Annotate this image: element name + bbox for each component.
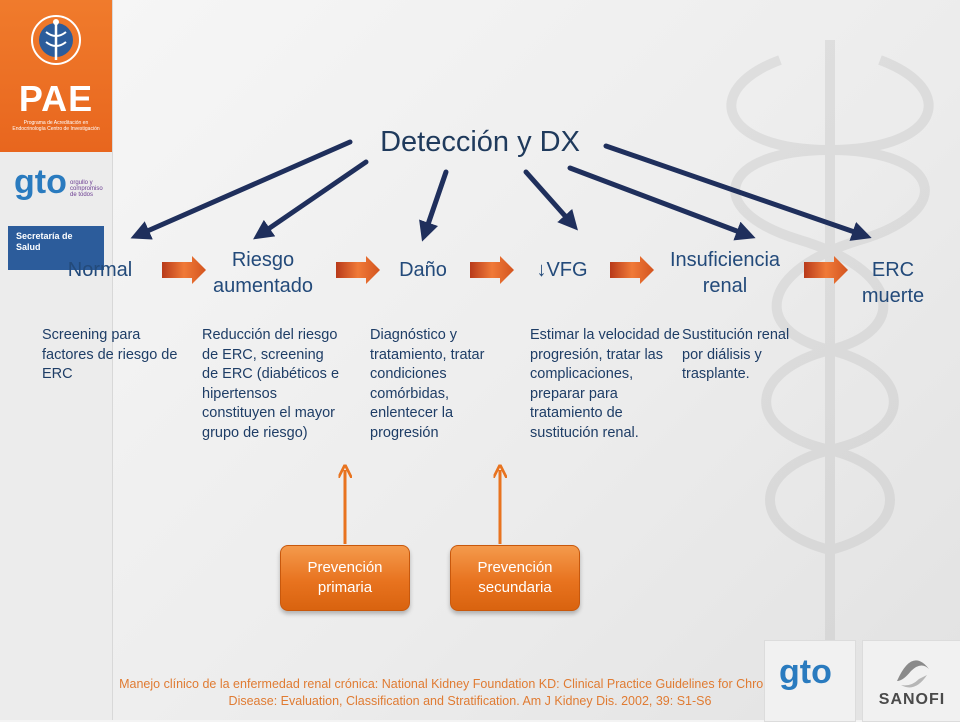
- citation: Manejo clínico de la enfermedad renal cr…: [119, 677, 821, 708]
- sidebar: PAE Programa de Acreditación en Endocrin…: [0, 0, 113, 720]
- sanofi-text: SANOFI: [878, 691, 946, 708]
- diagram-title: Detección y DX: [380, 126, 580, 158]
- stage-vfg: ↓VFG: [536, 259, 588, 281]
- gto-text: gto: [14, 163, 67, 201]
- gto-corner-text: gto: [779, 653, 832, 691]
- prevencion-secundaria-box: Prevención secundaria: [450, 545, 580, 611]
- pae-subtitle: Programa de Acreditación en Endocrinolog…: [12, 120, 100, 132]
- stage-normal: Normal: [67, 259, 133, 281]
- desc-dano: Diagnóstico y tratamiento, tratar condic…: [370, 327, 485, 441]
- pae-logo: PAE Programa de Acreditación en Endocrin…: [0, 0, 112, 152]
- desc-normal: Screening para factores de riesgo de ERC: [42, 327, 178, 382]
- emblem-icon: [31, 15, 81, 65]
- stage-dano: Daño: [399, 259, 447, 281]
- secretaria-logo: Secretaría de Salud: [8, 226, 104, 270]
- stage-erc-muerte: ERC muerte: [861, 259, 925, 307]
- gto-logo: gto orgullo y compromiso de todos: [14, 162, 103, 210]
- gto-tagline: orgullo y compromiso de todos: [70, 180, 103, 198]
- desc-vfg: Estimar la velocidad de progresión, trat…: [530, 327, 680, 441]
- stage-riesgo-aumentado: Riesgo aumentado: [212, 249, 314, 297]
- sanofi-swirl-icon: [897, 660, 929, 688]
- prevencion-primaria-box: Prevención primaria: [280, 545, 410, 611]
- gto-corner-logo: gto: [764, 640, 856, 722]
- desc-insuficiencia-renal: Sustitución renal por diálisis y traspla…: [682, 327, 790, 382]
- desc-riesgo-aumentado: Reducción del riesgo de ERC, screening d…: [202, 327, 340, 441]
- pae-text: PAE: [18, 78, 94, 119]
- stage-insuficiencia-renal: Insuficiencia renal: [669, 249, 781, 297]
- sanofi-logo: SANOFI: [862, 640, 960, 722]
